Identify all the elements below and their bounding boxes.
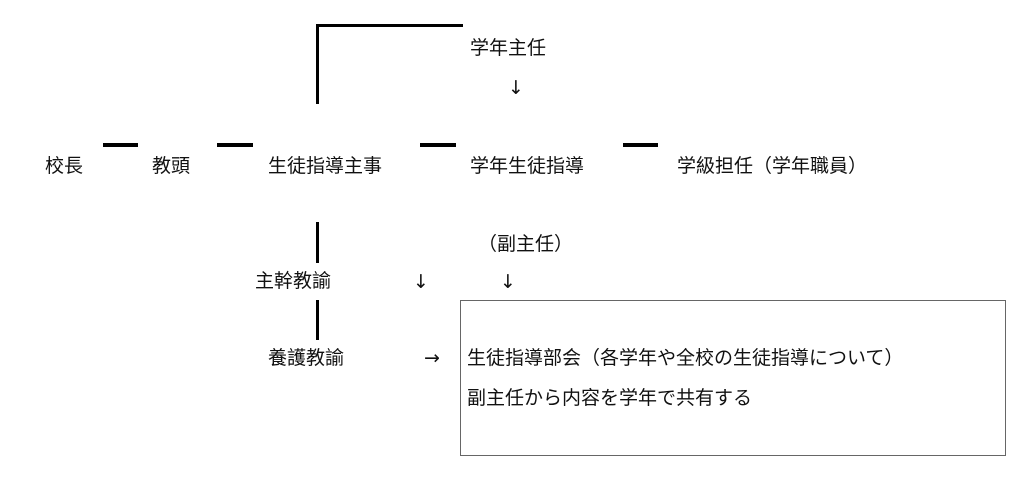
bracket-vertical-line	[316, 24, 319, 104]
principal-label: 校長	[45, 155, 84, 177]
down-arrow: ↓	[500, 271, 516, 293]
nurse-teacher-label: 養護教諭	[268, 347, 345, 369]
bracket-horizontal-line	[316, 24, 463, 27]
connector-dash	[103, 143, 138, 147]
guidance-chief-label: 生徒指導主事	[268, 155, 383, 177]
grade-guidance-label: 学年生徒指導	[470, 155, 585, 177]
connector-dash	[623, 143, 658, 147]
connector-dash	[217, 143, 253, 147]
homeroom-label: 学級担任（学年職員）	[677, 155, 868, 177]
vertical-connector	[316, 222, 319, 263]
committee-line-1: 生徒指導部会（各学年や全校の生徒指導について）	[467, 347, 904, 369]
down-arrow: ↓	[413, 271, 429, 293]
vice-head-label: （副主任）	[478, 233, 574, 255]
grade-head-label: 学年主任	[470, 37, 547, 59]
committee-line-2: 副主任から内容を学年で共有する	[467, 387, 753, 409]
senior-teacher-label: 主幹教諭	[255, 270, 332, 292]
connector-dash	[420, 143, 456, 147]
committee-box	[460, 300, 1006, 456]
vertical-connector	[316, 300, 319, 340]
vice-principal-label: 教頭	[152, 155, 191, 177]
right-arrow: →	[424, 347, 440, 369]
down-arrow: ↓	[508, 77, 524, 99]
